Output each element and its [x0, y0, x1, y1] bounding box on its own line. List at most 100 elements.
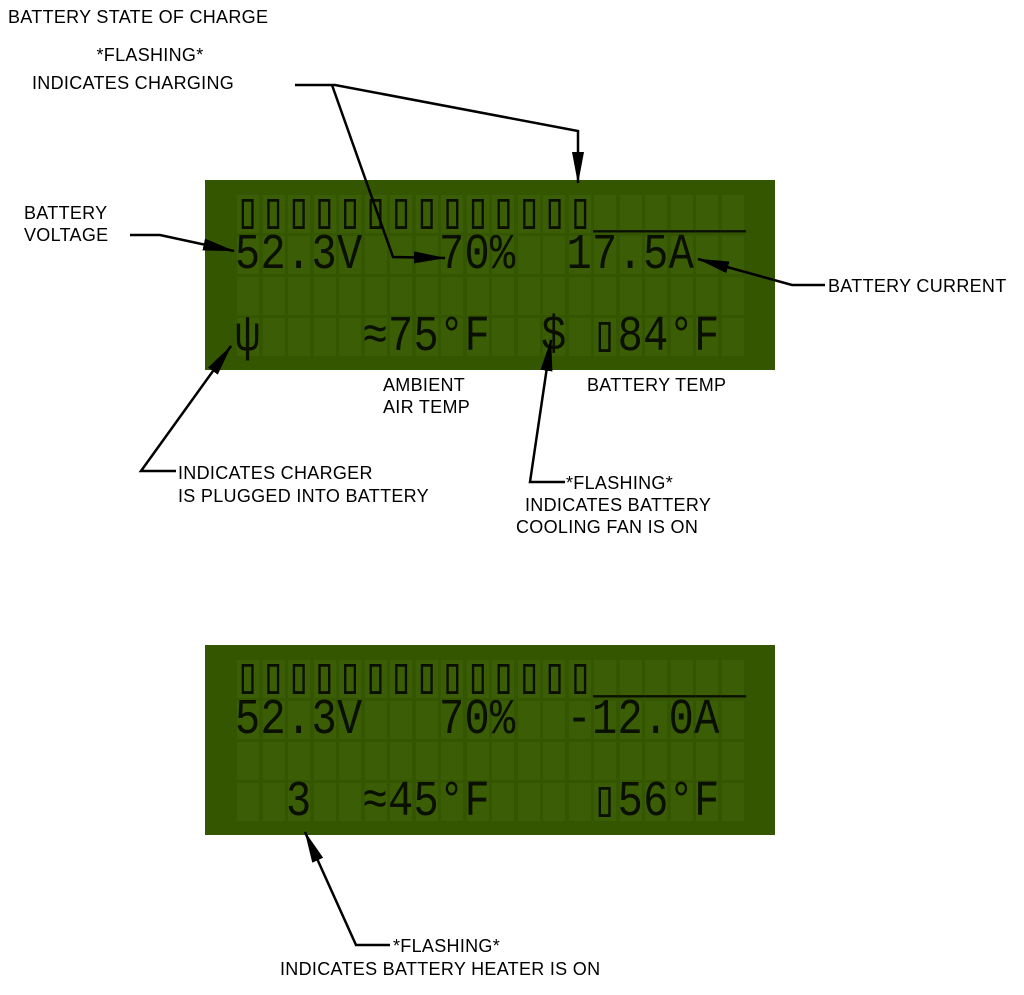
charger-label-1: INDICATES CHARGER: [178, 463, 373, 483]
lcd-cell: [492, 195, 514, 233]
lcd-cell: [696, 660, 718, 698]
lcd-cell: [262, 701, 285, 739]
charging-flag-label: *FLASHING*: [96, 45, 204, 65]
charging-leader-right: [295, 83, 584, 184]
lcd-cell: [543, 277, 565, 315]
lcd-cell: [517, 277, 540, 315]
lcd-cell: [645, 318, 667, 356]
lcd-cell: [288, 195, 310, 233]
lcd-cell: [645, 277, 667, 315]
lcd-row-charge-bar: ▯▯▯▯▯▯▯▯▯▯▯▯▯▯______: [235, 650, 747, 708]
lcd-cell: [237, 318, 259, 356]
charging-label: INDICATES CHARGING: [32, 73, 235, 93]
lcd-cell: [696, 195, 718, 233]
lcd-cell: [390, 236, 412, 274]
lcd-cell: [415, 701, 438, 739]
lcd-cell: [237, 277, 259, 315]
lcd-cell: [517, 660, 540, 698]
lcd-row-status: ψ ≈75°F $ ▯84°F: [235, 308, 746, 366]
lcd-cell: [441, 195, 463, 233]
lcd-row-charge-bar: ▯▯▯▯▯▯▯▯▯▯▯▯▯▯______: [235, 185, 747, 243]
lcd-cell: [339, 742, 361, 780]
lcd-cell: [466, 701, 489, 739]
lcd-cell: [645, 195, 667, 233]
lcd-cell: [313, 236, 336, 274]
current-leader: [697, 257, 825, 287]
heater-flag-label: *FLASHING*: [393, 936, 501, 956]
lcd-row-status: 3 ≈45°F ▯56°F: [235, 773, 746, 831]
lcd-cell: [441, 783, 463, 821]
lcd-cell: [237, 195, 259, 233]
lcd-cell: [543, 742, 565, 780]
lcd-cell: [237, 742, 259, 780]
lcd-cell: [721, 318, 744, 356]
ambient-label-1: AMBIENT: [383, 375, 466, 395]
lcd-cell: [339, 277, 361, 315]
lcd-cell: [313, 318, 336, 356]
lcd-cell: [645, 660, 667, 698]
voltage-label-1: BATTERY: [24, 203, 108, 223]
lcd-cell: [594, 318, 616, 356]
fan-flag-label: *FLASHING*: [566, 473, 674, 493]
lcd-cell: [441, 660, 463, 698]
lcd-cell: [594, 277, 616, 315]
lcd-cell: [390, 195, 412, 233]
charger-label-2: IS PLUGGED INTO BATTERY: [178, 486, 429, 506]
title: BATTERY STATE OF CHARGE: [8, 7, 269, 27]
lcd-cell: [594, 195, 616, 233]
lcd-cell: [568, 783, 591, 821]
lcd-cell: [619, 701, 642, 739]
lcd-cell: [492, 318, 514, 356]
lcd-cell: [594, 701, 616, 739]
lcd-cell: [288, 783, 310, 821]
lcd-cell: [721, 742, 744, 780]
lcd-cell: [619, 660, 642, 698]
lcd-cell: [645, 783, 667, 821]
lcd-cell: [696, 318, 718, 356]
lcd-cell: [262, 318, 285, 356]
lcd-cell: [543, 701, 565, 739]
lcd-cell: [262, 660, 285, 698]
lcd-cell: [288, 701, 310, 739]
current-label: BATTERY CURRENT: [828, 276, 1007, 296]
lcd-cell: [262, 236, 285, 274]
lcd-cell: [721, 701, 744, 739]
lcd-cell: [288, 236, 310, 274]
lcd-cell: [441, 277, 463, 315]
lcd-cell: [288, 660, 310, 698]
lcd-cell: [517, 701, 540, 739]
lcd-cell: [645, 236, 667, 274]
lcd-cell: [543, 660, 565, 698]
lcd-cell: [441, 318, 463, 356]
lcd-cell: [339, 660, 361, 698]
lcd-cell: [721, 195, 744, 233]
lcd-cell: [415, 195, 438, 233]
lcd-cell: [619, 236, 642, 274]
charger-leader: [138, 345, 233, 473]
lcd-cell: [568, 236, 591, 274]
lcd-cell: [466, 236, 489, 274]
lcd-cell: [696, 701, 718, 739]
lcd-cell: [492, 277, 514, 315]
lcd-cell: [594, 742, 616, 780]
lcd-cell: [696, 742, 718, 780]
lcd-cell: [721, 660, 744, 698]
lcd-cell: [364, 660, 387, 698]
lcd-cell: [670, 660, 693, 698]
lcd-cell: [364, 742, 387, 780]
lcd-cell: [466, 195, 489, 233]
lcd-cell: [619, 195, 642, 233]
lcd-cell: [364, 236, 387, 274]
lcd-cell: [313, 195, 336, 233]
lcd-cell: [415, 318, 438, 356]
lcd-cell: [645, 742, 667, 780]
lcd-cell: [568, 318, 591, 356]
lcd-cell: [670, 195, 693, 233]
heater-leader: [303, 831, 390, 947]
lcd-cell: [568, 701, 591, 739]
lcd-cell: [696, 783, 718, 821]
lcd-cell: [441, 701, 463, 739]
lcd-cell: [568, 660, 591, 698]
lcd-cell: [492, 783, 514, 821]
lcd-cell: [364, 783, 387, 821]
